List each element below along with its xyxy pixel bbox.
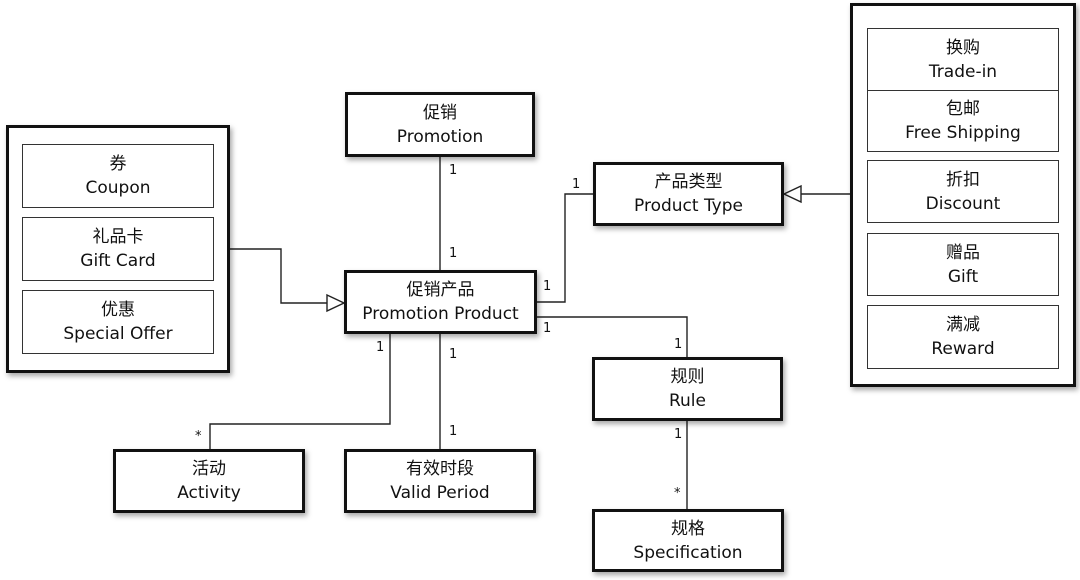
connector-rule xyxy=(537,316,688,357)
label-en: Promotion Product xyxy=(362,304,519,324)
label-en: Specification xyxy=(633,542,743,563)
right-group-item-free-shipping: 包邮 Free Shipping xyxy=(867,90,1059,152)
label-en: Reward xyxy=(931,339,995,359)
label-zh: 优惠 xyxy=(101,300,135,320)
multiplicity-activity-end: * xyxy=(195,429,202,444)
label-zh: 礼品卡 xyxy=(92,227,144,247)
multiplicity-product-period-end: 1 xyxy=(449,347,458,362)
multiplicity-product-right-rule-end: 1 xyxy=(543,321,552,336)
node-activity: 活动 Activity xyxy=(113,449,305,513)
label-zh: 促销 xyxy=(423,102,457,123)
label-zh: 规则 xyxy=(670,367,705,387)
label-en: Trade-in xyxy=(928,61,998,82)
label-en: Promotion xyxy=(396,126,484,147)
node-rule: 规则 Rule xyxy=(592,357,783,421)
label-zh: 活动 xyxy=(192,459,226,479)
right-group-item-trade-in: 换购 Trade-in xyxy=(867,28,1059,91)
connector-activity xyxy=(209,334,391,449)
label-zh: 换购 xyxy=(946,37,980,58)
label-en: Coupon xyxy=(85,178,151,198)
connector-product-type xyxy=(537,193,593,303)
label-zh: 满减 xyxy=(946,315,980,335)
label-en: Gift xyxy=(947,266,979,287)
multiplicity-rule-top-end: 1 xyxy=(674,337,683,352)
label-zh: 赠品 xyxy=(946,242,980,263)
label-en: Product Type xyxy=(634,196,743,216)
left-group-item-gift-card: 礼品卡 Gift Card xyxy=(22,217,214,281)
right-group-item-discount: 折扣 Discount xyxy=(867,160,1059,223)
label-en: Activity xyxy=(177,483,241,503)
label-zh: 促销产品 xyxy=(406,280,475,300)
label-en: Valid Period xyxy=(390,483,490,503)
generalization-arrow-right xyxy=(782,184,802,204)
node-promotion-product: 促销产品 Promotion Product xyxy=(344,270,537,334)
left-group-item-special-offer: 优惠 Special Offer xyxy=(22,290,214,354)
multiplicity-rule-bottom-end: 1 xyxy=(674,427,683,442)
multiplicity-period-end: 1 xyxy=(449,424,458,439)
label-en: Rule xyxy=(668,391,706,411)
label-zh: 折扣 xyxy=(946,169,980,190)
label-en: Discount xyxy=(925,193,1001,214)
label-en: Gift Card xyxy=(80,251,156,271)
node-product-type: 产品类型 Product Type xyxy=(593,162,784,226)
left-group-item-coupon: 券 Coupon xyxy=(22,144,214,208)
label-zh: 包邮 xyxy=(946,99,980,119)
label-en: Special Offer xyxy=(63,324,173,344)
label-zh: 券 xyxy=(109,154,127,174)
label-zh: 规格 xyxy=(671,518,705,539)
label-en: Free Shipping xyxy=(905,123,1021,143)
node-valid-period: 有效时段 Valid Period xyxy=(344,449,536,513)
multiplicity-product-activity-end: 1 xyxy=(376,340,385,355)
multiplicity-product-type-end: 1 xyxy=(572,177,581,192)
label-zh: 有效时段 xyxy=(406,459,474,479)
node-specification: 规格 Specification xyxy=(592,509,784,572)
right-group-item-reward: 满减 Reward xyxy=(867,305,1059,369)
right-group-item-gift: 赠品 Gift xyxy=(867,233,1059,296)
node-promotion: 促销 Promotion xyxy=(345,92,535,157)
multiplicity-promotion-end: 1 xyxy=(449,163,458,178)
multiplicity-spec-end: * xyxy=(674,486,681,501)
label-zh: 产品类型 xyxy=(654,172,723,192)
multiplicity-product-top-end: 1 xyxy=(449,246,458,261)
connector-left-group-generalization xyxy=(230,248,327,304)
generalization-arrow-left xyxy=(326,293,346,313)
multiplicity-product-right-type-end: 1 xyxy=(543,279,552,294)
